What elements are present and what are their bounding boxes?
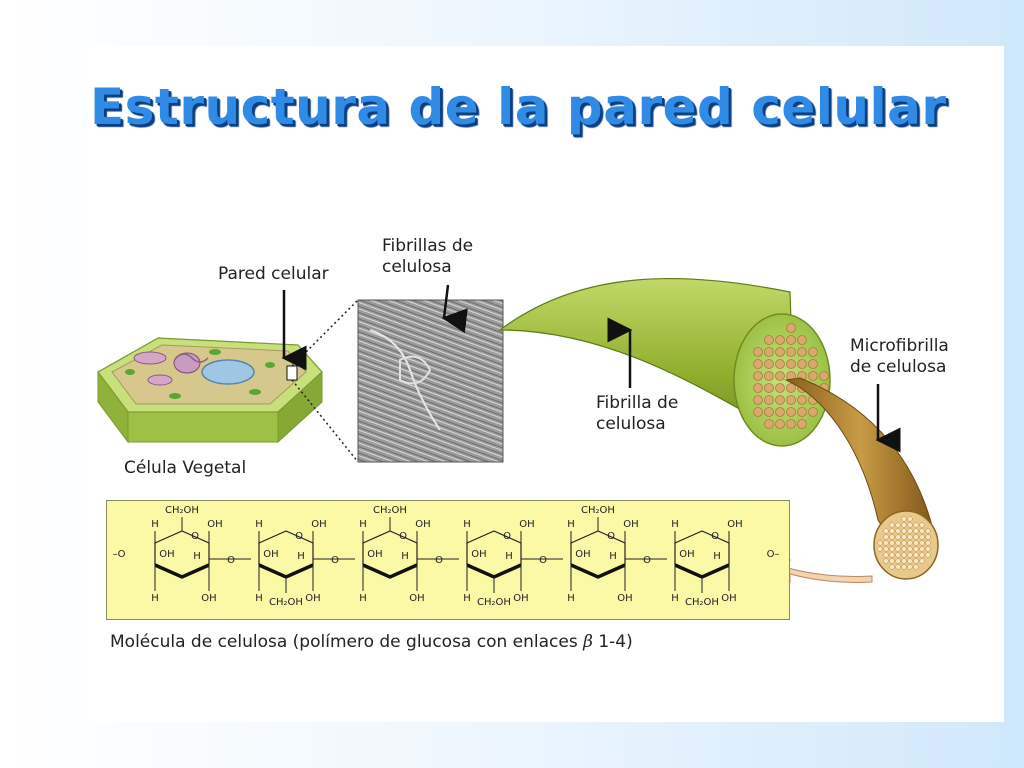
svg-text:OH: OH [201,593,216,604]
svg-text:H: H [151,519,159,530]
svg-text:O: O [539,555,547,566]
svg-text:OH: OH [679,549,694,560]
svg-text:H: H [359,519,367,530]
svg-text:–O: –O [113,549,126,560]
cellulose-caption: Molécula de celulosa (polímero de glucos… [110,632,633,652]
svg-text:CH₂OH: CH₂OH [581,505,615,516]
svg-text:OH: OH [311,519,326,530]
svg-text:H: H [567,593,575,604]
svg-text:H: H [567,519,575,530]
svg-text:H: H [151,593,159,604]
label-fibrillas-de-celulosa: Fibrillas de celulosa [382,236,474,277]
svg-text:CH₂OH: CH₂OH [269,597,303,608]
label-celula-vegetal: Célula Vegetal [124,458,247,478]
svg-text:O: O [227,555,235,566]
label-pared-celular: Pared celular [218,264,329,284]
svg-text:O: O [295,531,303,542]
svg-text:OH: OH [575,549,590,560]
svg-text:H: H [463,593,471,604]
svg-text:O–: O– [767,549,780,560]
microfibril-cross-section-dots [877,516,931,570]
svg-text:OH: OH [513,593,528,604]
svg-text:H: H [671,519,679,530]
svg-text:O: O [331,555,339,566]
svg-text:H: H [609,551,617,562]
label-microfibrilla-de-celulosa: Microfibrilla de celulosa [850,336,949,377]
fibril-illustration [498,277,831,447]
arrow-fibrillas [441,284,468,334]
svg-text:CH₂OH: CH₂OH [165,505,199,516]
svg-text:O: O [711,531,719,542]
svg-text:H: H [193,551,201,562]
svg-text:H: H [463,519,471,530]
svg-text:OH: OH [727,519,742,530]
svg-text:O: O [435,555,443,566]
fibril-cross-section-dots [753,323,829,429]
zoom-line-bottom [291,379,359,463]
page-title: Estructura de la pared celular [90,78,947,136]
svg-text:OH: OH [263,549,278,560]
svg-text:OH: OH [623,519,638,530]
svg-text:OH: OH [721,593,736,604]
svg-text:H: H [505,551,513,562]
fibril-micrograph [357,299,504,463]
svg-text:OH: OH [471,549,486,560]
label-fibrilla-de-celulosa: Fibrilla de celulosa [596,393,679,434]
svg-text:OH: OH [415,519,430,530]
svg-text:O: O [191,531,199,542]
svg-text:OH: OH [367,549,382,560]
svg-text:OH: OH [519,519,534,530]
caption-text: Molécula de celulosa (polímero de glucos… [110,632,584,652]
svg-text:CH₂OH: CH₂OH [685,597,719,608]
svg-text:O: O [399,531,407,542]
svg-text:CH₂OH: CH₂OH [373,505,407,516]
microfibril-illustration [784,377,939,580]
plant-cell-illustration [97,337,323,444]
svg-text:OH: OH [207,519,222,530]
svg-text:H: H [297,551,305,562]
svg-text:OH: OH [617,593,632,604]
svg-text:H: H [671,593,679,604]
svg-text:CH₂OH: CH₂OH [477,597,511,608]
beta-symbol: β [583,632,593,652]
svg-text:OH: OH [159,549,174,560]
svg-text:OH: OH [305,593,320,604]
svg-text:H: H [255,519,263,530]
svg-text:H: H [401,551,409,562]
svg-text:OH: OH [409,593,424,604]
svg-text:O: O [607,531,615,542]
svg-text:O: O [503,531,511,542]
svg-text:O: O [643,555,651,566]
caption-suffix: 1-4) [592,632,633,652]
svg-text:H: H [359,593,367,604]
svg-text:H: H [713,551,721,562]
svg-text:H: H [255,593,263,604]
